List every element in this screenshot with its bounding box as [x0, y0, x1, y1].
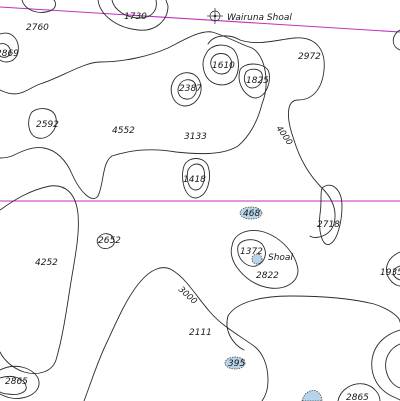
depth-contour — [392, 265, 400, 281]
depth-contour — [237, 239, 266, 267]
shoal-395 — [224, 356, 246, 370]
depth-contour — [21, 0, 56, 13]
sounding-468: 468 — [243, 209, 260, 219]
depth-contour-3000 — [83, 267, 269, 401]
depth-contour — [111, 0, 157, 19]
depth-contour — [385, 251, 400, 287]
depth-contour — [371, 329, 400, 401]
depth-contour — [96, 233, 115, 249]
depth-contour — [0, 375, 27, 395]
sounding-4552: 4552 — [112, 126, 135, 136]
shoal-bottom — [301, 390, 323, 401]
sounding-2718: 2718 — [317, 220, 340, 230]
depth-contour — [385, 343, 400, 389]
sounding-1610: 1610 — [212, 61, 235, 71]
depth-contour — [230, 230, 299, 289]
depth-contour — [392, 29, 400, 51]
depth-contour — [182, 158, 210, 199]
sounding-1935: 1935 — [380, 268, 400, 278]
depth-contour — [226, 315, 245, 351]
depth-contour — [210, 53, 233, 75]
depth-contour — [0, 185, 79, 374]
sounding-2972: 2972 — [298, 52, 321, 62]
sounding-1730: 1730 — [124, 12, 147, 22]
shoal-1372 — [251, 253, 263, 265]
depth-contour — [186, 163, 205, 191]
depth-contour — [238, 63, 270, 99]
sounding-1372: 1372 — [240, 247, 263, 257]
sounding-2865-left: 2865 — [5, 377, 28, 387]
shoal-468 — [239, 206, 263, 220]
sounding-2592: 2592 — [36, 120, 59, 130]
sounding-2760: 2760 — [26, 23, 49, 33]
sounding-4252: 4252 — [35, 258, 58, 268]
wairuna-shoal-symbol — [207, 8, 223, 24]
depth-contour — [177, 79, 197, 100]
depth-contour — [319, 184, 343, 245]
sounding-2111: 2111 — [189, 328, 212, 338]
sounding-2822: 2822 — [256, 271, 279, 281]
contour-label-3000: 3000 — [176, 285, 199, 307]
sounding-3133: 3133 — [184, 132, 207, 142]
feature-wairuna-shoal: Wairuna Shoal — [227, 13, 292, 23]
sounding-1825: 1825 — [246, 76, 269, 86]
sounding-2865-right: 2865 — [346, 393, 369, 401]
depth-contour — [337, 383, 381, 401]
sounding-2869: 2869 — [0, 49, 19, 59]
depth-contour — [227, 295, 400, 323]
depth-contour — [0, 365, 40, 399]
depth-contour — [0, 43, 11, 58]
sounding-1418: 1418 — [183, 175, 206, 185]
feature-shoal: Shoal — [268, 253, 293, 263]
depth-contour — [0, 32, 19, 63]
sounding-2652: 2652 — [98, 236, 121, 246]
depth-contour — [0, 31, 267, 199]
depth-contour — [170, 72, 202, 107]
limit-line-top — [0, 6, 400, 33]
sounding-2387: 2387 — [179, 84, 202, 94]
contour-label-4000: 4000 — [274, 124, 295, 147]
depth-contour — [97, 0, 169, 31]
depth-contour — [243, 68, 263, 89]
sounding-395: 395 — [228, 359, 245, 369]
depth-contour — [28, 108, 57, 139]
depth-contour-4000 — [207, 35, 336, 238]
depth-contour — [202, 44, 239, 86]
